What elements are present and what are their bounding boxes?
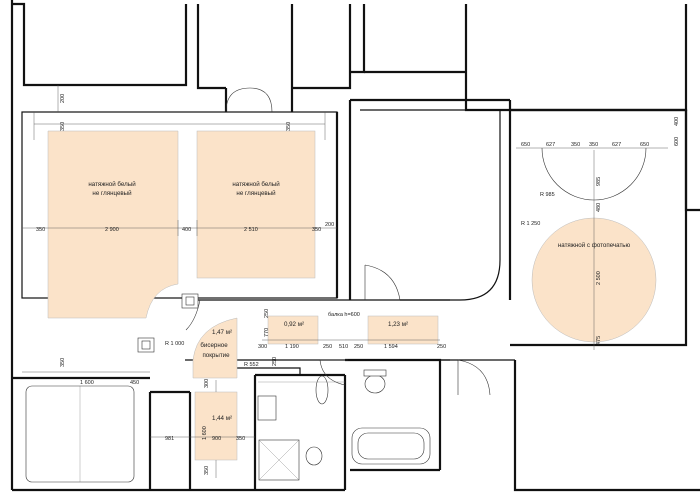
dim-r475: 475	[596, 336, 602, 345]
area-a4: 1,44 м²	[212, 415, 232, 422]
ceiling-beaded	[192, 317, 238, 379]
dim-r400: 400	[674, 117, 680, 126]
dim-r650: 650	[521, 142, 530, 148]
dim-400: 400	[182, 227, 191, 233]
radius-r1250: R 1 250	[521, 221, 540, 227]
fixtures	[25, 293, 431, 483]
dim-250e: 250	[272, 357, 278, 366]
toilet-2-icon	[305, 446, 323, 466]
dim-r2500: 2 500	[596, 271, 602, 285]
dim-900: 900	[212, 436, 221, 442]
dim-1600v: 1 600	[202, 426, 208, 440]
dim-981: 981	[165, 436, 174, 442]
dim-250a: 250	[264, 309, 270, 318]
beaded-line2: покрытие	[202, 352, 230, 359]
radius-r985: R 985	[540, 192, 555, 198]
dim-2510: 2 510	[244, 227, 258, 233]
dim-r350b: 350	[589, 142, 598, 148]
dim-450: 450	[130, 380, 139, 386]
radius-r552: R 552	[244, 362, 259, 368]
ceiling-middle	[196, 130, 316, 279]
ceiling-a2	[267, 315, 319, 345]
ceiling-left-line2: не глянцевый	[92, 190, 132, 197]
ceiling-labels: натяжной белый не глянцевый натяжной бел…	[88, 181, 630, 359]
dim-2900: 2 900	[105, 227, 119, 233]
ceiling-zones	[47, 130, 657, 461]
area-a1: 1,47 м²	[212, 329, 232, 336]
toilet-icon	[364, 374, 386, 394]
dim-1600: 1 600	[80, 380, 94, 386]
dim-1190: 1 190	[285, 344, 299, 350]
ceiling-left-line1: натяжной белый	[88, 181, 136, 188]
ceiling-middle-line1: натяжной белый	[232, 181, 280, 188]
dim-250d: 250	[437, 344, 446, 350]
radius-labels: R 1 000 R 552 R 985 R 1 250	[165, 192, 555, 368]
dim-300b: 300	[204, 379, 210, 388]
dim-350-left: 350	[36, 227, 45, 233]
dim-350r: 350	[236, 436, 245, 442]
dim-r627b: 627	[612, 142, 621, 148]
dim-250c: 250	[354, 344, 363, 350]
dim-r350a: 350	[571, 142, 580, 148]
dim-350-mid: 350	[312, 227, 321, 233]
cabinet	[257, 395, 277, 421]
dim-r985v: 985	[596, 177, 602, 186]
dim-350-bot: 350	[60, 358, 66, 367]
dim-350b: 350	[204, 466, 210, 475]
radius-r1000: R 1 000	[165, 341, 184, 347]
area-labels: 1,47 м² 0,92 м² 1,23 м² 1,44 м² балка h=…	[212, 312, 408, 422]
dim-r600: 600	[674, 137, 680, 146]
walls	[10, 0, 700, 492]
area-a2: 0,92 м²	[284, 321, 304, 328]
dimension-texts: 200 350 350 2 900 400 2 510 350 200 350 …	[36, 94, 680, 475]
dim-300: 300	[258, 344, 267, 350]
arcs-doors	[185, 87, 647, 396]
dim-350-v2: 350	[286, 122, 292, 131]
dim-1594: 1 594	[384, 344, 398, 350]
dim-200-right: 200	[325, 222, 334, 228]
ceiling-a3	[367, 315, 439, 345]
dimension-lines	[22, 85, 668, 478]
ceiling-round-label: натяжной с фотопечатью	[558, 242, 631, 249]
dim-200-top: 200	[60, 94, 66, 103]
dim-r627a: 627	[546, 142, 555, 148]
sink-icon	[315, 375, 329, 405]
beaded-line1: бисерное	[200, 342, 228, 349]
area-a3: 1,23 м²	[388, 321, 408, 328]
dim-770: 770	[264, 328, 270, 337]
dim-r650b: 650	[640, 142, 649, 148]
dim-510: 510	[339, 344, 348, 350]
beam-label: балка h=600	[328, 312, 360, 318]
dim-350-top: 350	[60, 122, 66, 131]
ceiling-middle-line2: не глянцевый	[236, 190, 276, 197]
ceiling-left	[47, 130, 179, 319]
dim-250b: 250	[323, 344, 332, 350]
dim-r480: 480	[596, 203, 602, 212]
ceiling-a4	[194, 391, 238, 461]
